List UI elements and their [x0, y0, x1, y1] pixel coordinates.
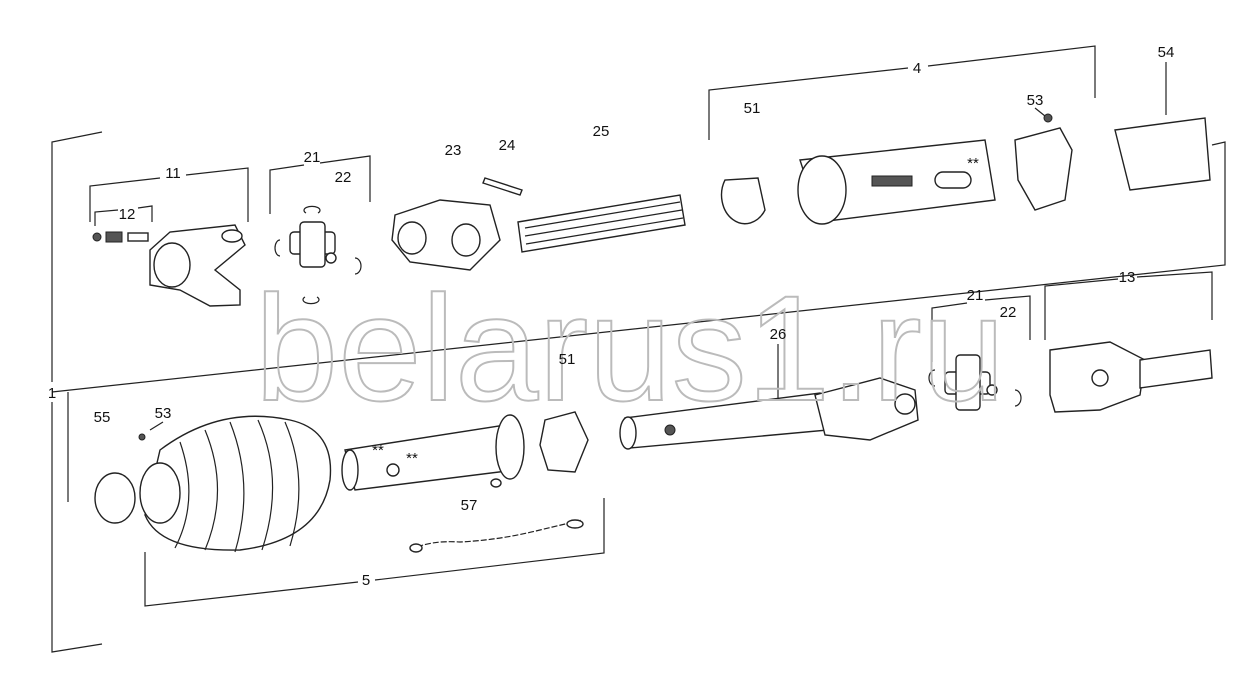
label-1: 1 — [48, 385, 56, 402]
label-4: 4 — [913, 60, 921, 77]
label-25: 25 — [593, 123, 610, 140]
label-24: 24 — [499, 137, 516, 154]
label-51b: 51 — [559, 351, 576, 368]
label-26: 26 — [770, 326, 787, 343]
label-55: 55 — [94, 409, 111, 426]
part-guard-cone-5 — [94, 411, 589, 553]
bracket-lines — [51, 45, 1226, 653]
label-54: 54 — [1158, 44, 1175, 61]
watermark: belarus1.ru — [255, 264, 1005, 432]
part-chain-57 — [409, 519, 584, 553]
marking-asterisks-1: ** — [372, 442, 384, 459]
label-57: 57 — [461, 497, 478, 514]
label-23: 23 — [445, 142, 462, 159]
part-yoke-11 — [92, 224, 246, 307]
marking-asterisks-2: ** — [406, 450, 418, 467]
label-21b: 21 — [967, 287, 984, 304]
part-cross-21b — [928, 354, 1022, 411]
part-outer-tube-4 — [720, 113, 1211, 225]
label-53b: 53 — [155, 405, 172, 422]
label-53a: 53 — [1027, 92, 1044, 109]
label-5: 5 — [362, 572, 370, 589]
part-labels: 1 4 5 11 12 13 21 21 22 22 23 24 25 26 5… — [48, 44, 1175, 589]
label-22b: 22 — [1000, 304, 1017, 321]
label-51a: 51 — [744, 100, 761, 117]
part-cross-21a — [274, 205, 362, 305]
label-13: 13 — [1119, 269, 1136, 286]
marking-asterisks-3: ** — [967, 155, 979, 172]
label-12: 12 — [119, 206, 136, 223]
label-11: 11 — [165, 165, 181, 182]
part-splined-shaft-25 — [517, 194, 686, 253]
part-inner-tube-26 — [619, 377, 919, 450]
part-yoke-23 — [391, 177, 523, 271]
label-21a: 21 — [304, 149, 321, 166]
label-22a: 22 — [335, 169, 352, 186]
part-yoke-13 — [1049, 341, 1213, 413]
